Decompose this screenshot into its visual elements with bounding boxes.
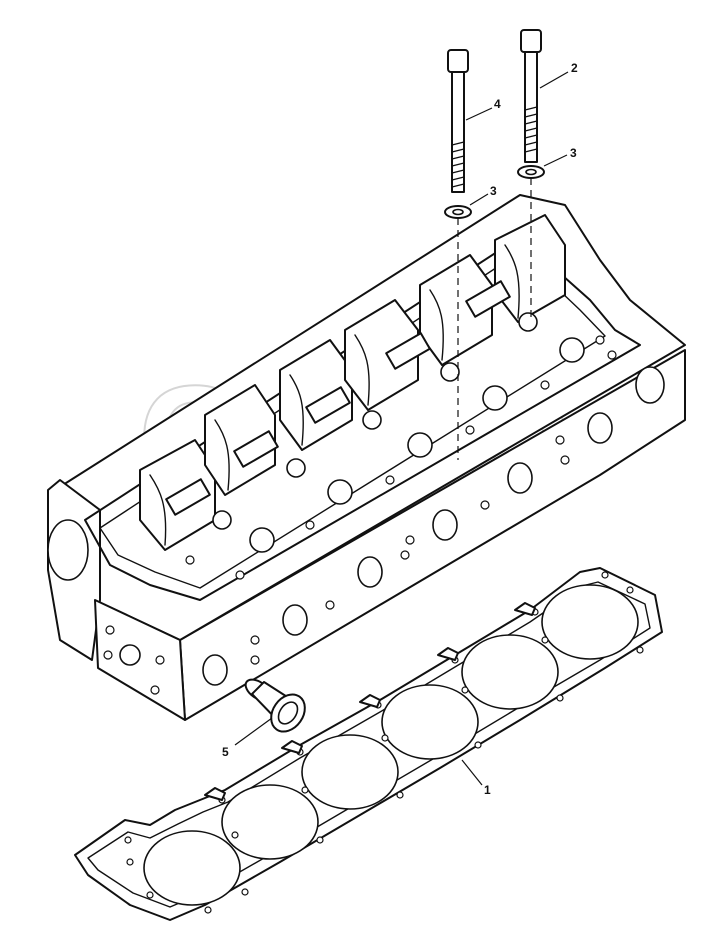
callout-3-left: 3 (490, 184, 497, 198)
callout-1: 1 (484, 783, 491, 797)
rocker-pedestals (139, 214, 566, 551)
callout-4: 4 (494, 97, 501, 111)
callout-5: 5 (222, 745, 229, 759)
washer-left (444, 205, 472, 219)
callouts: 1 2 3 3 4 5 (222, 61, 578, 797)
side-face-ports (202, 366, 665, 686)
deck-holes (185, 312, 617, 580)
callout-2: 2 (571, 61, 578, 75)
washer-right (517, 165, 545, 179)
bolt-short (447, 49, 469, 193)
callout-3-right: 3 (570, 146, 577, 160)
bolt-long (520, 29, 542, 163)
head-gasket (74, 567, 663, 921)
cylinder-head (47, 194, 686, 721)
sleeve (244, 678, 306, 733)
